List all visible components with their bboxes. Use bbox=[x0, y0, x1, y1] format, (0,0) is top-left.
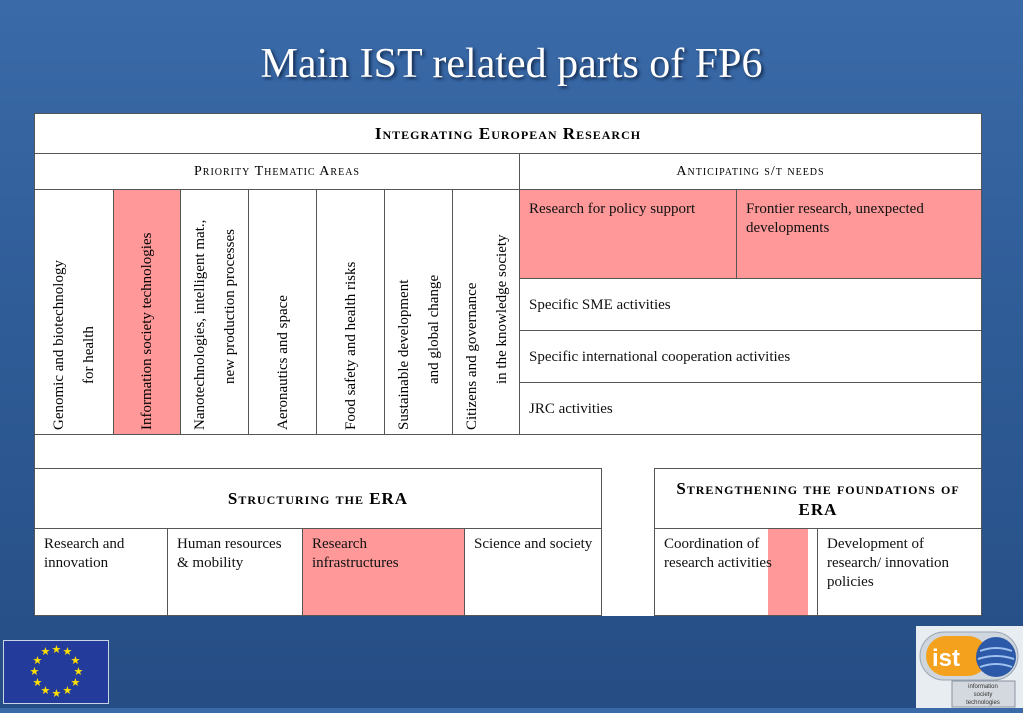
eu-star-icon: ★ bbox=[51, 643, 62, 656]
fp6-structure-table: Integrating European Research Priority T… bbox=[34, 113, 982, 616]
eu-star-icon: ★ bbox=[62, 684, 73, 697]
development-policies-cell: Development of research/ innovation poli… bbox=[827, 536, 950, 590]
priority-area-label: Genomic and biotechnology for health bbox=[44, 194, 104, 430]
priority-area-column: Information society technologies bbox=[113, 189, 181, 435]
priority-area-line: Aeronautics and space bbox=[274, 295, 291, 430]
gap-cell bbox=[601, 468, 655, 616]
ist-logo-text: ist bbox=[932, 645, 960, 672]
svg-text:information: information bbox=[968, 684, 998, 690]
highlight-bar bbox=[768, 529, 808, 615]
priority-area-line: and global change bbox=[425, 274, 442, 384]
eu-star-icon: ★ bbox=[40, 646, 51, 659]
strengthening-items: Coordination of research activities Deve… bbox=[654, 528, 982, 616]
priority-area-column: Citizens and governance in the knowledge … bbox=[452, 189, 521, 435]
integrating-header: Integrating European Research bbox=[34, 113, 982, 154]
priority-area-label: Aeronautics and space bbox=[268, 194, 298, 430]
priority-area-column: Food safety and health risks bbox=[316, 189, 385, 435]
ist-logo-graphic: ist information society technologies bbox=[916, 626, 1023, 708]
eu-flag-logo: ★★★★★★★★★★★★ bbox=[3, 640, 109, 704]
priority-area-line: new production processes bbox=[221, 229, 238, 384]
international-cooperation-cell: Specific international cooperation activ… bbox=[519, 330, 982, 383]
priority-area-column: Sustainable development and global change bbox=[384, 189, 453, 435]
frontier-research-cell: Frontier research, unexpected developmen… bbox=[736, 189, 982, 279]
eu-star-icon: ★ bbox=[29, 665, 40, 678]
priority-areas-header: Priority Thematic Areas bbox=[34, 153, 520, 190]
structuring-item: Science and society bbox=[464, 528, 603, 616]
slide-title: Main IST related parts of FP6 bbox=[260, 41, 763, 87]
structuring-item: Human resources & mobility bbox=[167, 528, 303, 616]
anticipating-header: Anticipating s/t needs bbox=[519, 153, 982, 190]
eu-star-icon: ★ bbox=[70, 654, 81, 667]
priority-area-label: Citizens and governance in the knowledge … bbox=[457, 194, 517, 430]
priority-area-label: Food safety and health risks bbox=[336, 194, 366, 430]
priority-area-column: Nanotechnologies, intelligent mat., new p… bbox=[180, 189, 249, 435]
structuring-item: Research infrastructures bbox=[302, 528, 465, 616]
structuring-header: Structuring the ERA bbox=[34, 468, 602, 529]
structuring-item: Research and innovation bbox=[34, 528, 168, 616]
priority-area-column: Genomic and biotechnology for health bbox=[34, 189, 114, 435]
priority-area-column: Aeronautics and space bbox=[248, 189, 317, 435]
priority-area-label: Nanotechnologies, intelligent mat., new p… bbox=[185, 194, 245, 430]
priority-area-line: Citizens and governance bbox=[463, 282, 480, 430]
priority-area-line: Food safety and health risks bbox=[342, 261, 359, 430]
jrc-activities-cell: JRC activities bbox=[519, 382, 982, 435]
priority-area-label: Sustainable development and global change bbox=[389, 194, 449, 430]
eu-star-icon: ★ bbox=[62, 646, 73, 659]
coordination-cell: Coordination of research activities bbox=[664, 536, 772, 571]
strengthening-header: Strengthening the foundations of ERA bbox=[654, 468, 982, 529]
cell-divider bbox=[817, 528, 818, 616]
priority-area-line: in the knowledge society bbox=[493, 234, 510, 384]
sme-activities-cell: Specific SME activities bbox=[519, 278, 982, 331]
eu-star-icon: ★ bbox=[70, 676, 81, 689]
ist-logo: ist information society technologies bbox=[916, 626, 1023, 708]
eu-star-icon: ★ bbox=[32, 676, 43, 689]
priority-area-label: Information society technologies bbox=[132, 194, 162, 430]
research-policy-support-cell: Research for policy support bbox=[519, 189, 737, 279]
eu-star-icon: ★ bbox=[32, 654, 43, 667]
priority-area-line: Nanotechnologies, intelligent mat., bbox=[191, 219, 208, 430]
eu-star-icon: ★ bbox=[40, 684, 51, 697]
priority-area-line: Sustainable development bbox=[395, 279, 412, 430]
svg-text:technologies: technologies bbox=[966, 700, 1000, 706]
priority-area-line: Information society technologies bbox=[139, 232, 155, 430]
svg-text:society: society bbox=[974, 692, 993, 698]
spacer-row bbox=[34, 434, 982, 469]
priority-area-line: for health bbox=[81, 326, 97, 384]
eu-star-icon: ★ bbox=[51, 687, 62, 700]
eu-star-icon: ★ bbox=[73, 665, 84, 678]
priority-area-line: Genomic and biotechnology bbox=[51, 260, 67, 430]
